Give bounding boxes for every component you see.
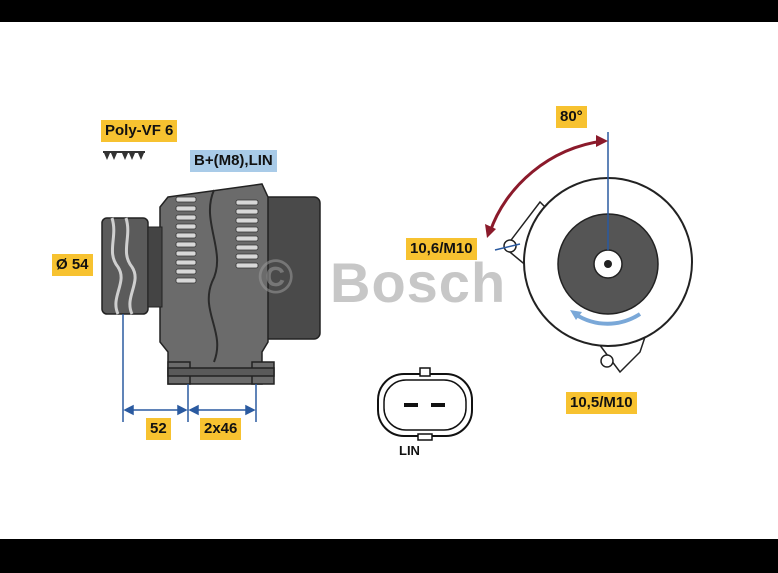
- watermark-brand: Bosch: [330, 251, 507, 314]
- alternator-drawing: [101, 132, 693, 441]
- housing-seam: [207, 189, 219, 363]
- angle-label: 80°: [556, 106, 587, 128]
- mount-top-label: 10,6/M10: [406, 238, 477, 260]
- terminal-label: B+(M8),LIN: [190, 150, 277, 172]
- connector-label: LIN: [399, 443, 420, 458]
- pulley-diameter-label: Ø 54: [52, 254, 93, 276]
- poly-vf-label: Poly-VF 6: [101, 120, 178, 142]
- dimension-lines: [122, 314, 257, 422]
- vent-slots-front: [175, 196, 197, 284]
- vent-slots-rear: [235, 199, 259, 269]
- diagram-canvas: © Bosch Poly-VF 6 B+(M8),LIN Ø 54 52 2x4…: [0, 22, 778, 539]
- mount-bottom-label: 10,5/M10: [566, 392, 637, 414]
- dimension-2x46-label: 2x46: [200, 418, 242, 440]
- poly-vf-number: F 6: [151, 122, 174, 139]
- mounting-feet: [167, 361, 275, 385]
- watermark-copyright: ©: [258, 251, 295, 304]
- poly-vf-text: Poly-V: [105, 122, 152, 139]
- belt-rib-icon: [103, 151, 145, 160]
- connector-plug: [377, 367, 473, 441]
- dimension-52-label: 52: [146, 418, 171, 440]
- pulley: [101, 217, 163, 315]
- front-view: [485, 132, 693, 374]
